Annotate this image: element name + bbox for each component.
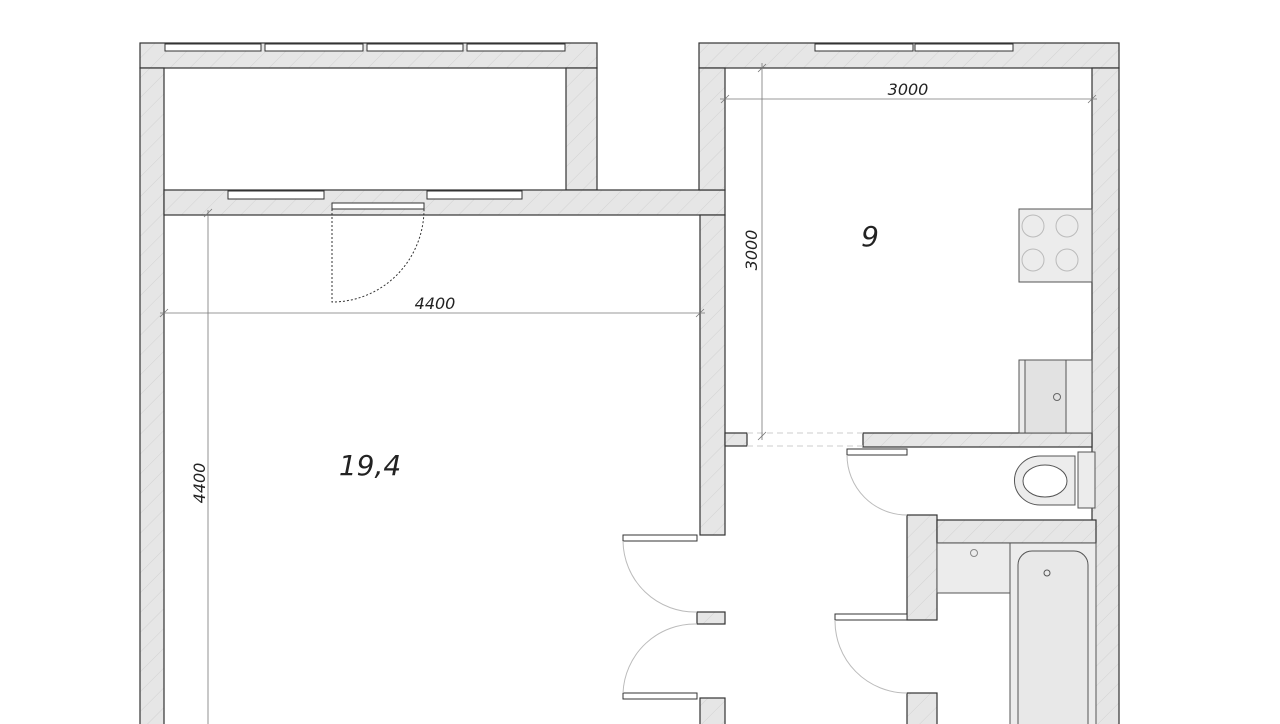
dimension-kitchen-width: 3000	[888, 80, 929, 99]
balcony-window	[426, 190, 523, 200]
wall-bath-hall	[906, 514, 938, 621]
living-room-area: 19,4	[339, 449, 401, 482]
door-swing	[834, 619, 908, 694]
kitchen-sink-icon	[1018, 359, 1093, 434]
doors	[622, 448, 908, 700]
wall-kitchen-bottom	[862, 432, 1093, 448]
balcony-door-frame	[331, 202, 425, 210]
hall-door-leaf[interactable]	[622, 692, 698, 700]
balcony-window	[227, 190, 325, 200]
window	[466, 43, 566, 52]
wall-living-hall-lower	[699, 697, 726, 724]
bath-sink-icon	[936, 542, 1011, 594]
dimension-living-length: 4400	[190, 463, 209, 504]
door-swing	[622, 623, 698, 694]
bath-door-leaf[interactable]	[834, 613, 908, 621]
wall-kitchen-stub	[724, 432, 748, 447]
toilet-door-leaf[interactable]	[846, 448, 908, 456]
window	[366, 43, 464, 52]
toilet-icon	[1013, 451, 1096, 509]
walls	[139, 42, 1120, 724]
wall-jamb	[696, 611, 726, 625]
windows	[164, 43, 1014, 210]
door-swing	[846, 454, 908, 516]
dimension-lines	[159, 63, 1097, 724]
bathtub-icon	[1009, 542, 1097, 724]
dimension-kitchen-length: 3000	[742, 230, 761, 271]
dimension-living-width: 4400	[415, 294, 456, 313]
wall-left-outer	[139, 67, 165, 724]
wall-bath-hall-lower	[906, 692, 938, 724]
kitchen-area: 9	[861, 220, 879, 253]
wall-living-hall	[699, 214, 726, 536]
kitchen-window	[914, 43, 1014, 52]
stove-icon	[1018, 208, 1093, 283]
window	[264, 43, 364, 52]
wall-toilet-bath	[936, 519, 1097, 544]
kitchen-window	[814, 43, 914, 52]
wall-kitchen-left	[698, 67, 726, 191]
window	[164, 43, 262, 52]
door-swing	[622, 540, 698, 613]
living-door-leaf[interactable]	[622, 534, 698, 542]
wall-balcony-side	[565, 67, 598, 191]
balcony-door-swing	[331, 208, 425, 303]
